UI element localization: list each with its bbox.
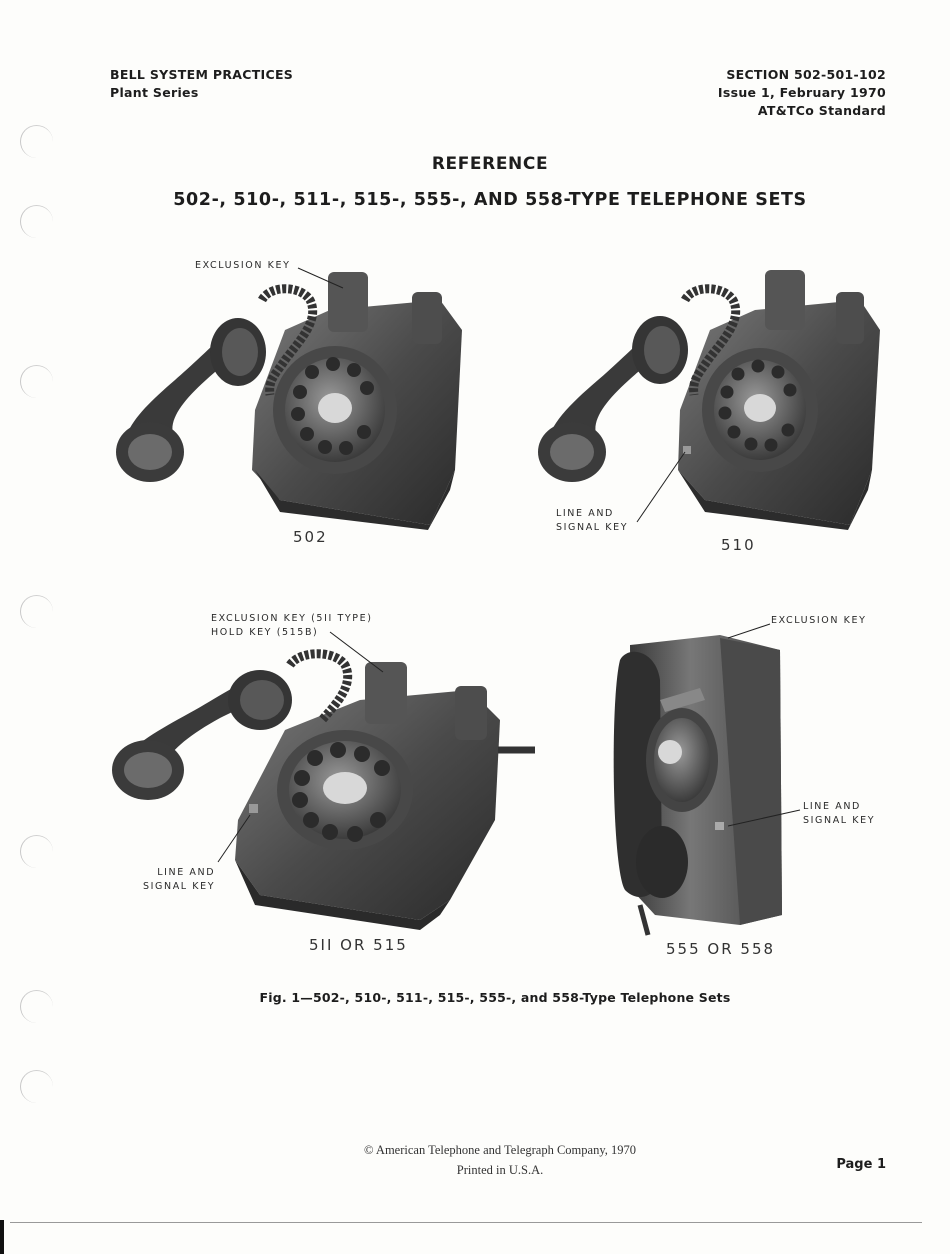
model-label-502: 502 — [293, 528, 328, 546]
line-signal-key-label-510: LINE AND SIGNAL KEY — [556, 507, 628, 535]
footer-divider — [10, 1222, 922, 1223]
callout-line1: EXCLUSION KEY (5II TYPE) — [211, 613, 373, 624]
header-left: BELL SYSTEM PRACTICES Plant Series — [110, 66, 293, 102]
binder-hole — [20, 125, 53, 158]
exclusion-key-label-502: EXCLUSION KEY — [195, 260, 291, 271]
figure-caption: Fig. 1—502-, 510-, 511-, 515-, 555-, and… — [259, 990, 731, 1005]
phone-502 — [116, 267, 462, 530]
exclusion-hold-key-label-511: EXCLUSION KEY (5II TYPE) HOLD KEY (515B) — [211, 612, 373, 640]
line-signal-key-label-555: LINE AND SIGNAL KEY — [803, 800, 875, 828]
model-label-510: 510 — [721, 536, 756, 554]
page-title: REFERENCE — [431, 154, 549, 174]
phone-511 — [112, 631, 535, 930]
standard-label: AT&TCo Standard — [757, 103, 886, 118]
callout-line1: LINE AND — [157, 867, 216, 878]
callout-line2: SIGNAL KEY — [556, 522, 629, 533]
copyright-notice: © American Telephone and Telegraph Compa… — [363, 1143, 637, 1157]
copyright-block: © American Telephone and Telegraph Compa… — [0, 1140, 950, 1180]
binder-hole — [20, 205, 53, 238]
series-title: BELL SYSTEM PRACTICES — [110, 67, 294, 82]
phone-555 — [613, 623, 801, 936]
binder-hole — [20, 365, 53, 398]
header-right: SECTION 502-501-102 Issue 1, February 19… — [718, 66, 886, 120]
binder-hole — [20, 835, 53, 868]
model-label-555: 555 OR 558 — [666, 940, 776, 958]
exclusion-key-label-555: EXCLUSION KEY — [771, 615, 867, 626]
callout-line2: SIGNAL KEY — [803, 815, 876, 826]
printed-notice: Printed in U.S.A. — [456, 1163, 544, 1177]
page-subtitle: 502-, 510-, 511-, 515-, 555-, AND 558-TY… — [173, 190, 807, 210]
callout-line2: HOLD KEY (515B) — [211, 627, 319, 638]
callout-line1: LINE AND — [556, 508, 614, 519]
page-number: Page 1 — [836, 1157, 886, 1172]
callout-line1: LINE AND — [803, 801, 861, 812]
edge-mark — [0, 1220, 4, 1254]
binder-hole — [20, 990, 53, 1023]
series-subtitle: Plant Series — [110, 85, 199, 100]
section-number: SECTION 502-501-102 — [726, 67, 886, 82]
binder-hole — [20, 595, 53, 628]
callout-line2: SIGNAL KEY — [143, 881, 216, 892]
issue-date: Issue 1, February 1970 — [717, 85, 886, 100]
model-label-511: 5II OR 515 — [309, 936, 408, 954]
binder-hole — [20, 1070, 53, 1103]
line-signal-key-label-511: LINE AND SIGNAL KEY — [143, 866, 215, 894]
phone-510 — [538, 270, 880, 530]
